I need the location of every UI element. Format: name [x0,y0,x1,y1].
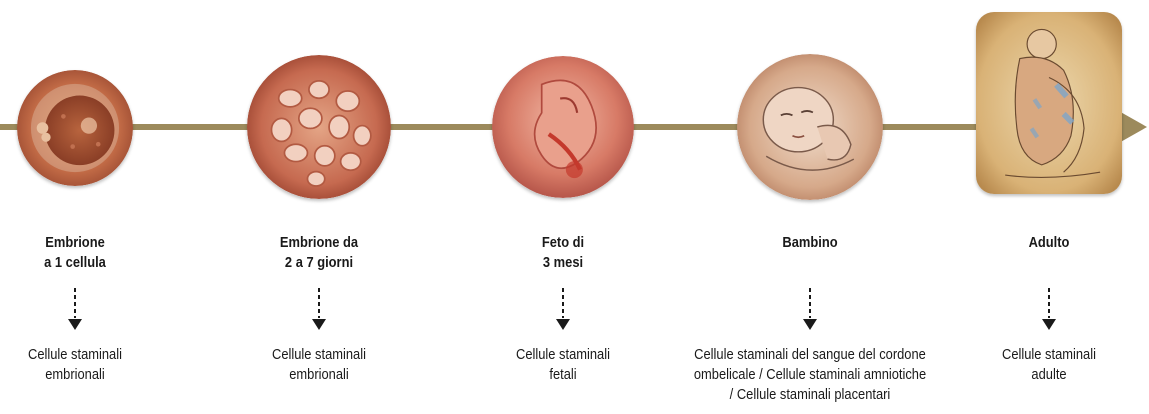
stem-cell-type: Cellule staminali fetali [443,345,684,385]
fetus-image [492,56,634,198]
stage-title: Bambino [681,233,939,253]
sleeping-baby-image [737,54,883,200]
stem-cell-type: Cellule staminali embrionali [199,345,440,385]
seated-adult-image [976,12,1122,194]
arrow-down-icon [803,288,817,332]
stem-cell-type: Cellule staminali del sangue del cordone… [681,345,939,405]
arrow-down-icon [1042,288,1056,332]
stage-title: Embrione da 2 a 7 giorni [199,233,440,273]
stage-title: Adulto [929,233,1149,253]
arrow-down-icon [556,288,570,332]
stem-cell-type: Cellule staminali embrionali [0,345,195,385]
stage-blastocyst-embryo: Embrione da 2 a 7 giorni Cellule stamina… [179,0,459,414]
stem-cell-type: Cellule staminali adulte [929,345,1149,385]
stage-title: Feto di 3 mesi [443,233,684,273]
stage-title: Embrione a 1 cellula [0,233,195,273]
blastocyst-embryo-image [247,55,391,199]
stage-adult: Adulto Cellule staminali adulte [909,0,1149,414]
arrow-down-icon [68,288,82,332]
one-cell-embryo-image [17,70,133,186]
arrow-down-icon [312,288,326,332]
